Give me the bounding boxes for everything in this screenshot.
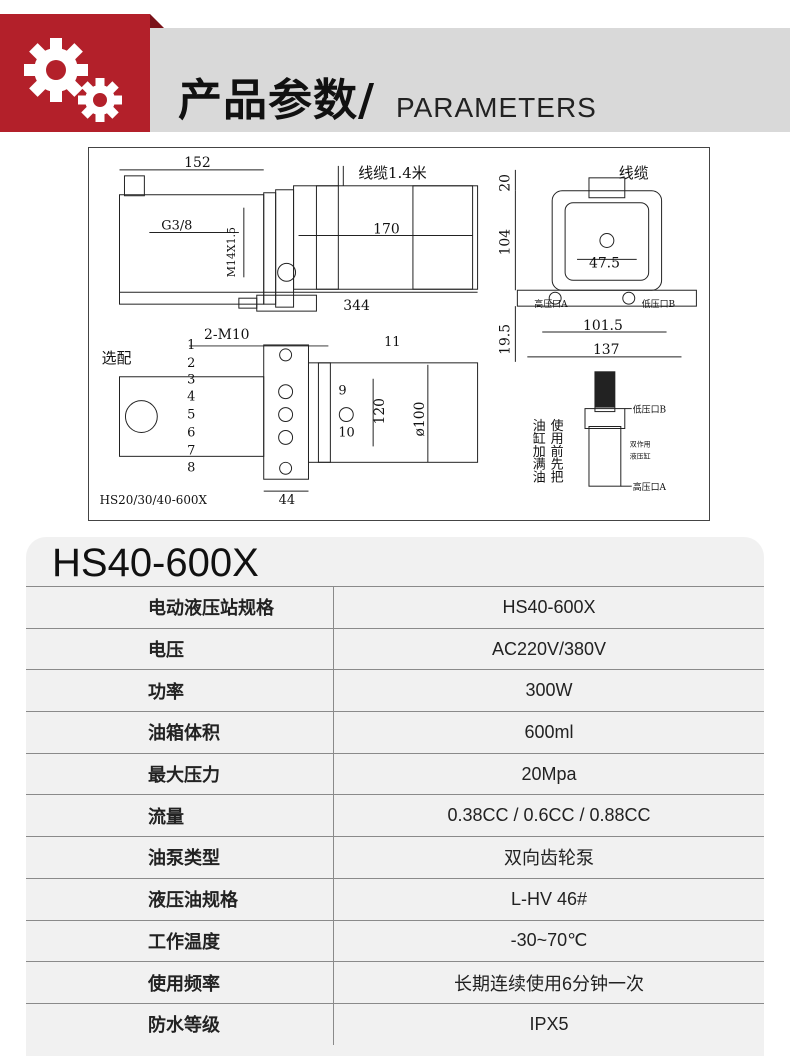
fitting-top [123,175,145,197]
usage-note-1: 使用前先把 [548,418,563,484]
spec-value: IPX5 [529,1013,569,1034]
callout-6: 6 [187,425,195,440]
cylinder-type-1: 双作用 [630,439,651,448]
table-row: 油泵类型 双向齿轮泵 [26,836,764,878]
spec-card [26,537,764,1056]
optional-port [124,400,158,433]
model-series-label: HS20/30/40-600X [100,493,208,507]
dim-137: 137 [593,342,620,358]
page-title: 产品参数/ [178,75,376,126]
dim-170: 170 [373,222,400,238]
header-band [150,28,790,132]
technical-drawing: 152 线缆1.4米 G3/8 M14X1.5 170 344 2-M10 选配… [88,147,710,521]
flange-plate [275,189,295,308]
spec-label: 液压油规格 [26,878,334,920]
dim-104: 104 [497,229,513,256]
cylinder-body [588,426,622,487]
callout-9: 9 [338,384,346,399]
flange-left [263,192,277,305]
port-a-label: 高压口A [534,298,568,310]
dim-344: 344 [343,298,370,314]
callout-5: 5 [187,408,195,423]
thread-g38-label: G3/8 [161,219,192,234]
table-row: 功率 300W [26,669,764,712]
callout-7: 7 [187,443,195,458]
optional-label: 选配 [102,349,132,367]
spec-value: 长期连续使用6分钟一次 [453,973,644,994]
spec-label: 最大压力 [26,753,334,795]
callout-8: 8 [187,460,195,475]
model-title: HS40-600X [52,541,259,585]
table-row: 液压油规格 L-HV 46# [26,877,764,920]
dim-47-5: 47.5 [589,255,620,271]
table-row: 流量 0.38CC / 0.6CC / 0.88CC [26,794,764,837]
cylinder-low-port: 低压口B [633,404,667,416]
spec-value: 0.38CC / 0.6CC / 0.88CC [447,805,651,826]
page-subtitle: PARAMETERS [396,92,597,123]
spec-label: 油箱体积 [26,712,334,753]
dim-19-5: 19.5 [497,324,513,355]
table-row: 最大压力 20Mpa [26,752,764,795]
callout-4: 4 [187,390,195,405]
spec-value: 双向齿轮泵 [504,848,594,869]
drawing-port-circle [277,262,297,282]
callout-3: 3 [187,373,195,388]
usage-note-2: 油缸加满油 [530,419,545,484]
motor-body [293,185,479,290]
spec-label: 电压 [26,628,334,670]
drawing-svg: 152 线缆1.4米 G3/8 M14X1.5 170 344 2-M10 选配… [100,155,697,508]
dim-152: 152 [184,155,211,171]
header-banner: 产品参数/ PARAMETERS [0,14,790,132]
callout-11: 11 [384,335,400,350]
base-plate [516,289,697,307]
callout-1: 1 [187,338,195,353]
end-view-body [551,190,663,291]
spec-label: 功率 [26,670,334,712]
spec-label: 流量 [26,795,334,837]
dim-120: 120 [372,398,388,425]
callout-2: 2 [187,356,195,371]
spec-value: AC220V/380V [491,638,607,659]
valve-block [119,194,265,305]
dim-44: 44 [279,493,295,508]
spec-value: 300W [525,680,573,701]
spec-label: 使用频率 [26,962,334,1003]
cable-length-label: 线缆1.4米 [358,164,427,182]
table-row: 油箱体积 600ml [26,711,764,753]
table-row: 电动液压站规格 HS40-600X [26,586,764,628]
table-row: 工作温度 -30~70℃ [26,919,764,962]
spec-label: 防水等级 [26,1003,334,1045]
callout-10: 10 [338,425,354,440]
gears-icon [24,38,122,122]
spec-value: 600ml [524,721,574,742]
spec-value: L-HV 46# [510,888,588,909]
spec-value: HS40-600X [502,596,596,617]
spec-value: -30~70℃ [510,930,588,951]
spec-label: 油泵类型 [26,837,334,878]
table-row: 使用频率 长期连续使用6分钟一次 [26,961,764,1003]
spec-label: 电动液压站规格 [26,587,334,628]
spec-label: 工作温度 [26,920,334,962]
dim-100: ø100 [412,402,428,437]
cable-label: 线缆 [619,164,649,182]
port-b-label: 低压口B [642,298,676,310]
mount-2m10-label: 2-M10 [204,327,249,343]
dim-101-5: 101.5 [583,318,623,334]
cylinder-type-2: 液压缸 [630,451,651,460]
thread-m14-label: M14X1.5 [225,227,238,277]
cylinder-high-port: 高压口A [633,481,667,493]
table-row: 防水等级 IPX5 [26,1002,764,1045]
header-fold [150,14,164,28]
spec-value: 20Mpa [521,763,577,784]
dim-20: 20 [497,174,513,192]
table-row: 电压 AC220V/380V [26,627,764,670]
spec-table: 电动液压站规格 HS40-600X 电压 AC220V/380V 功率 300W… [26,586,764,1045]
